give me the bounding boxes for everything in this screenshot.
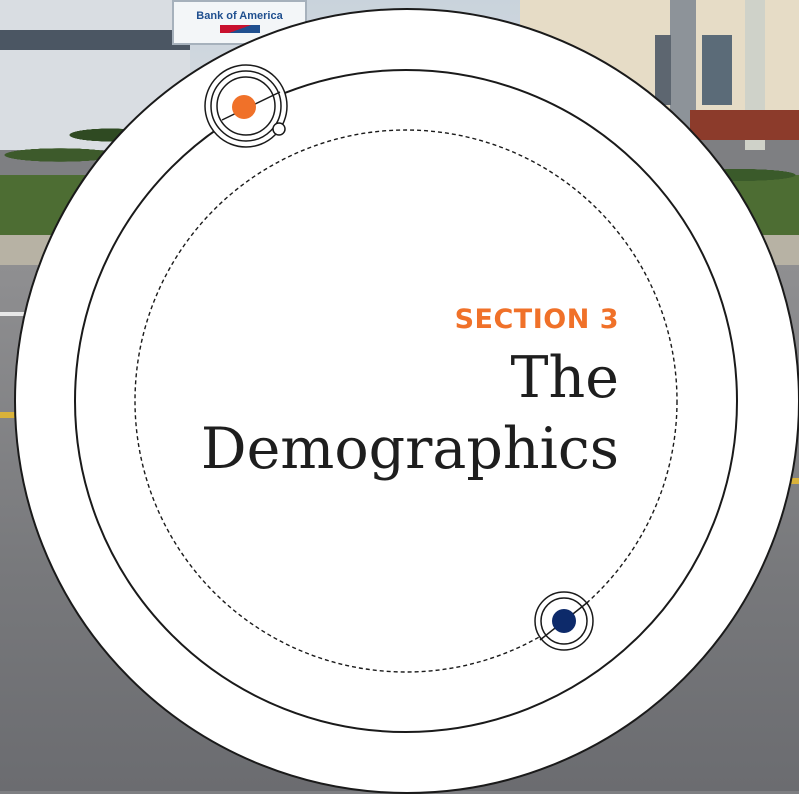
house-roof: [0, 30, 190, 50]
section-title-line2: Demographics: [200, 415, 619, 482]
section-heading: SECTION 3 The Demographics: [179, 305, 619, 485]
bank-sign: Bank of America: [172, 0, 307, 45]
road-line: [0, 312, 30, 316]
bank-logo-icon: [219, 25, 260, 33]
section-title-line1: The: [510, 344, 619, 411]
section-label: SECTION 3: [454, 304, 619, 335]
bank-sign-text: Bank of America: [196, 10, 283, 22]
section-title: The Demographics: [179, 343, 619, 486]
